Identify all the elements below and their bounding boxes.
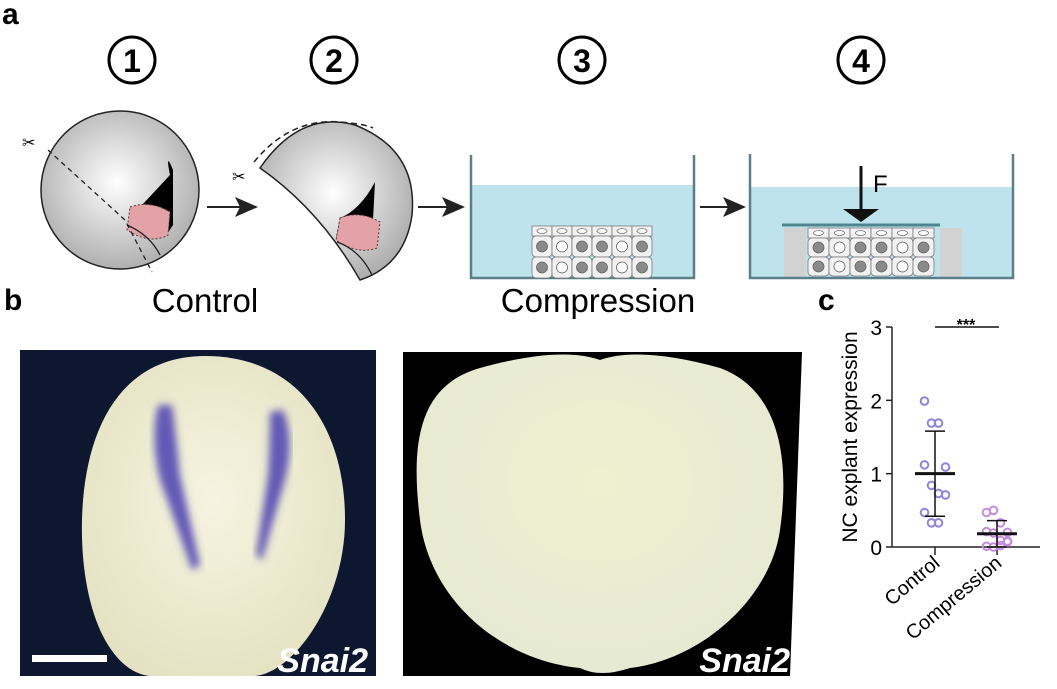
svg-text:1: 1 <box>123 43 141 79</box>
expression-scatter-chart: NC explant expression *** 0123ControlCom… <box>839 317 1040 645</box>
explant-cells <box>807 227 935 277</box>
scale-bar <box>32 655 107 662</box>
snai2-stain-right <box>256 410 290 560</box>
step-4-badge: 4 <box>836 35 886 85</box>
panel-a-label: a <box>2 0 19 31</box>
force-label: F <box>873 171 888 198</box>
spacer <box>940 228 962 278</box>
panel-c-label: c <box>818 284 835 317</box>
spacer <box>784 228 806 278</box>
y-tick-label: 0 <box>870 537 882 560</box>
gene-label-right: Snai2 <box>699 642 790 680</box>
svg-text:4: 4 <box>852 43 870 79</box>
control-title: Control <box>152 282 258 319</box>
svg-text:3: 3 <box>573 43 591 79</box>
data-point-control <box>919 460 930 470</box>
control-embryo-image: Snai2 <box>20 350 376 680</box>
svg-text:2: 2 <box>325 43 343 79</box>
data-point-compression <box>1002 537 1013 547</box>
y-tick-label: 1 <box>870 464 882 487</box>
arrow-3-to-4 <box>700 197 746 217</box>
data-point-control <box>919 507 930 518</box>
y-tick-label: 3 <box>870 317 882 340</box>
compression-embryo-image: Snai2 <box>403 352 802 680</box>
data-point-control <box>933 518 944 528</box>
arrow-2-to-3 <box>418 197 465 217</box>
significance-stars: *** <box>957 317 976 334</box>
data-point-compression <box>988 505 999 516</box>
step-2-badge: 2 <box>309 35 359 85</box>
panel-b-label: b <box>4 284 22 317</box>
scissors-icon: ✂ <box>232 169 245 186</box>
step-1-badge: 1 <box>107 35 157 85</box>
snai2-stain-left <box>154 405 200 570</box>
data-point-control <box>933 418 944 428</box>
step-3-badge: 3 <box>557 35 607 85</box>
culture-dish-uncompressed <box>469 155 696 280</box>
explant-cells <box>531 225 653 279</box>
scissors-icon: ✂ <box>22 135 35 152</box>
cut-embryo-diagram: ✂ <box>232 120 414 281</box>
compression-title: Compression <box>501 282 695 319</box>
data-point-control <box>940 490 951 500</box>
y-tick-label: 2 <box>870 390 882 413</box>
data-point-control <box>926 480 937 491</box>
arrow-1-to-2 <box>207 197 258 217</box>
whole-embryo-diagram: ✂ <box>22 110 200 273</box>
data-point-control <box>940 462 951 472</box>
y-axis-label: NC explant expression <box>839 331 862 542</box>
data-point-control <box>919 396 930 406</box>
gene-label-left: Snai2 <box>277 642 368 680</box>
force-arrow-head <box>843 209 879 222</box>
culture-dish-compressed: F <box>748 154 1015 280</box>
